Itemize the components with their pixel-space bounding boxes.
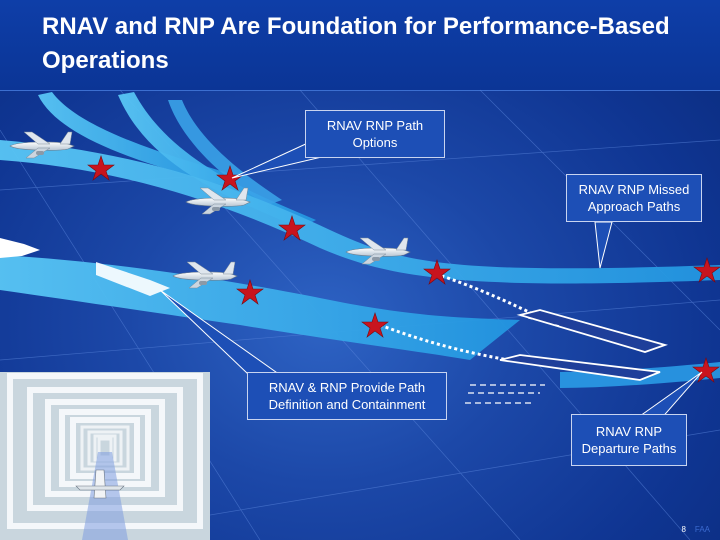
callout-departure: RNAV RNP Departure Paths xyxy=(571,414,687,466)
footer-mark: FAA xyxy=(695,525,710,534)
missed-approach-arrow xyxy=(0,238,40,258)
callout-path-options: RNAV RNP Path Options xyxy=(305,110,445,158)
callout-missed-approach: RNAV RNP Missed Approach Paths xyxy=(566,174,702,222)
callout-containment: RNAV & RNP Provide Path Definition and C… xyxy=(247,372,447,420)
tunnel-in-the-sky-image xyxy=(0,372,210,540)
page-number: 8 xyxy=(682,525,686,534)
